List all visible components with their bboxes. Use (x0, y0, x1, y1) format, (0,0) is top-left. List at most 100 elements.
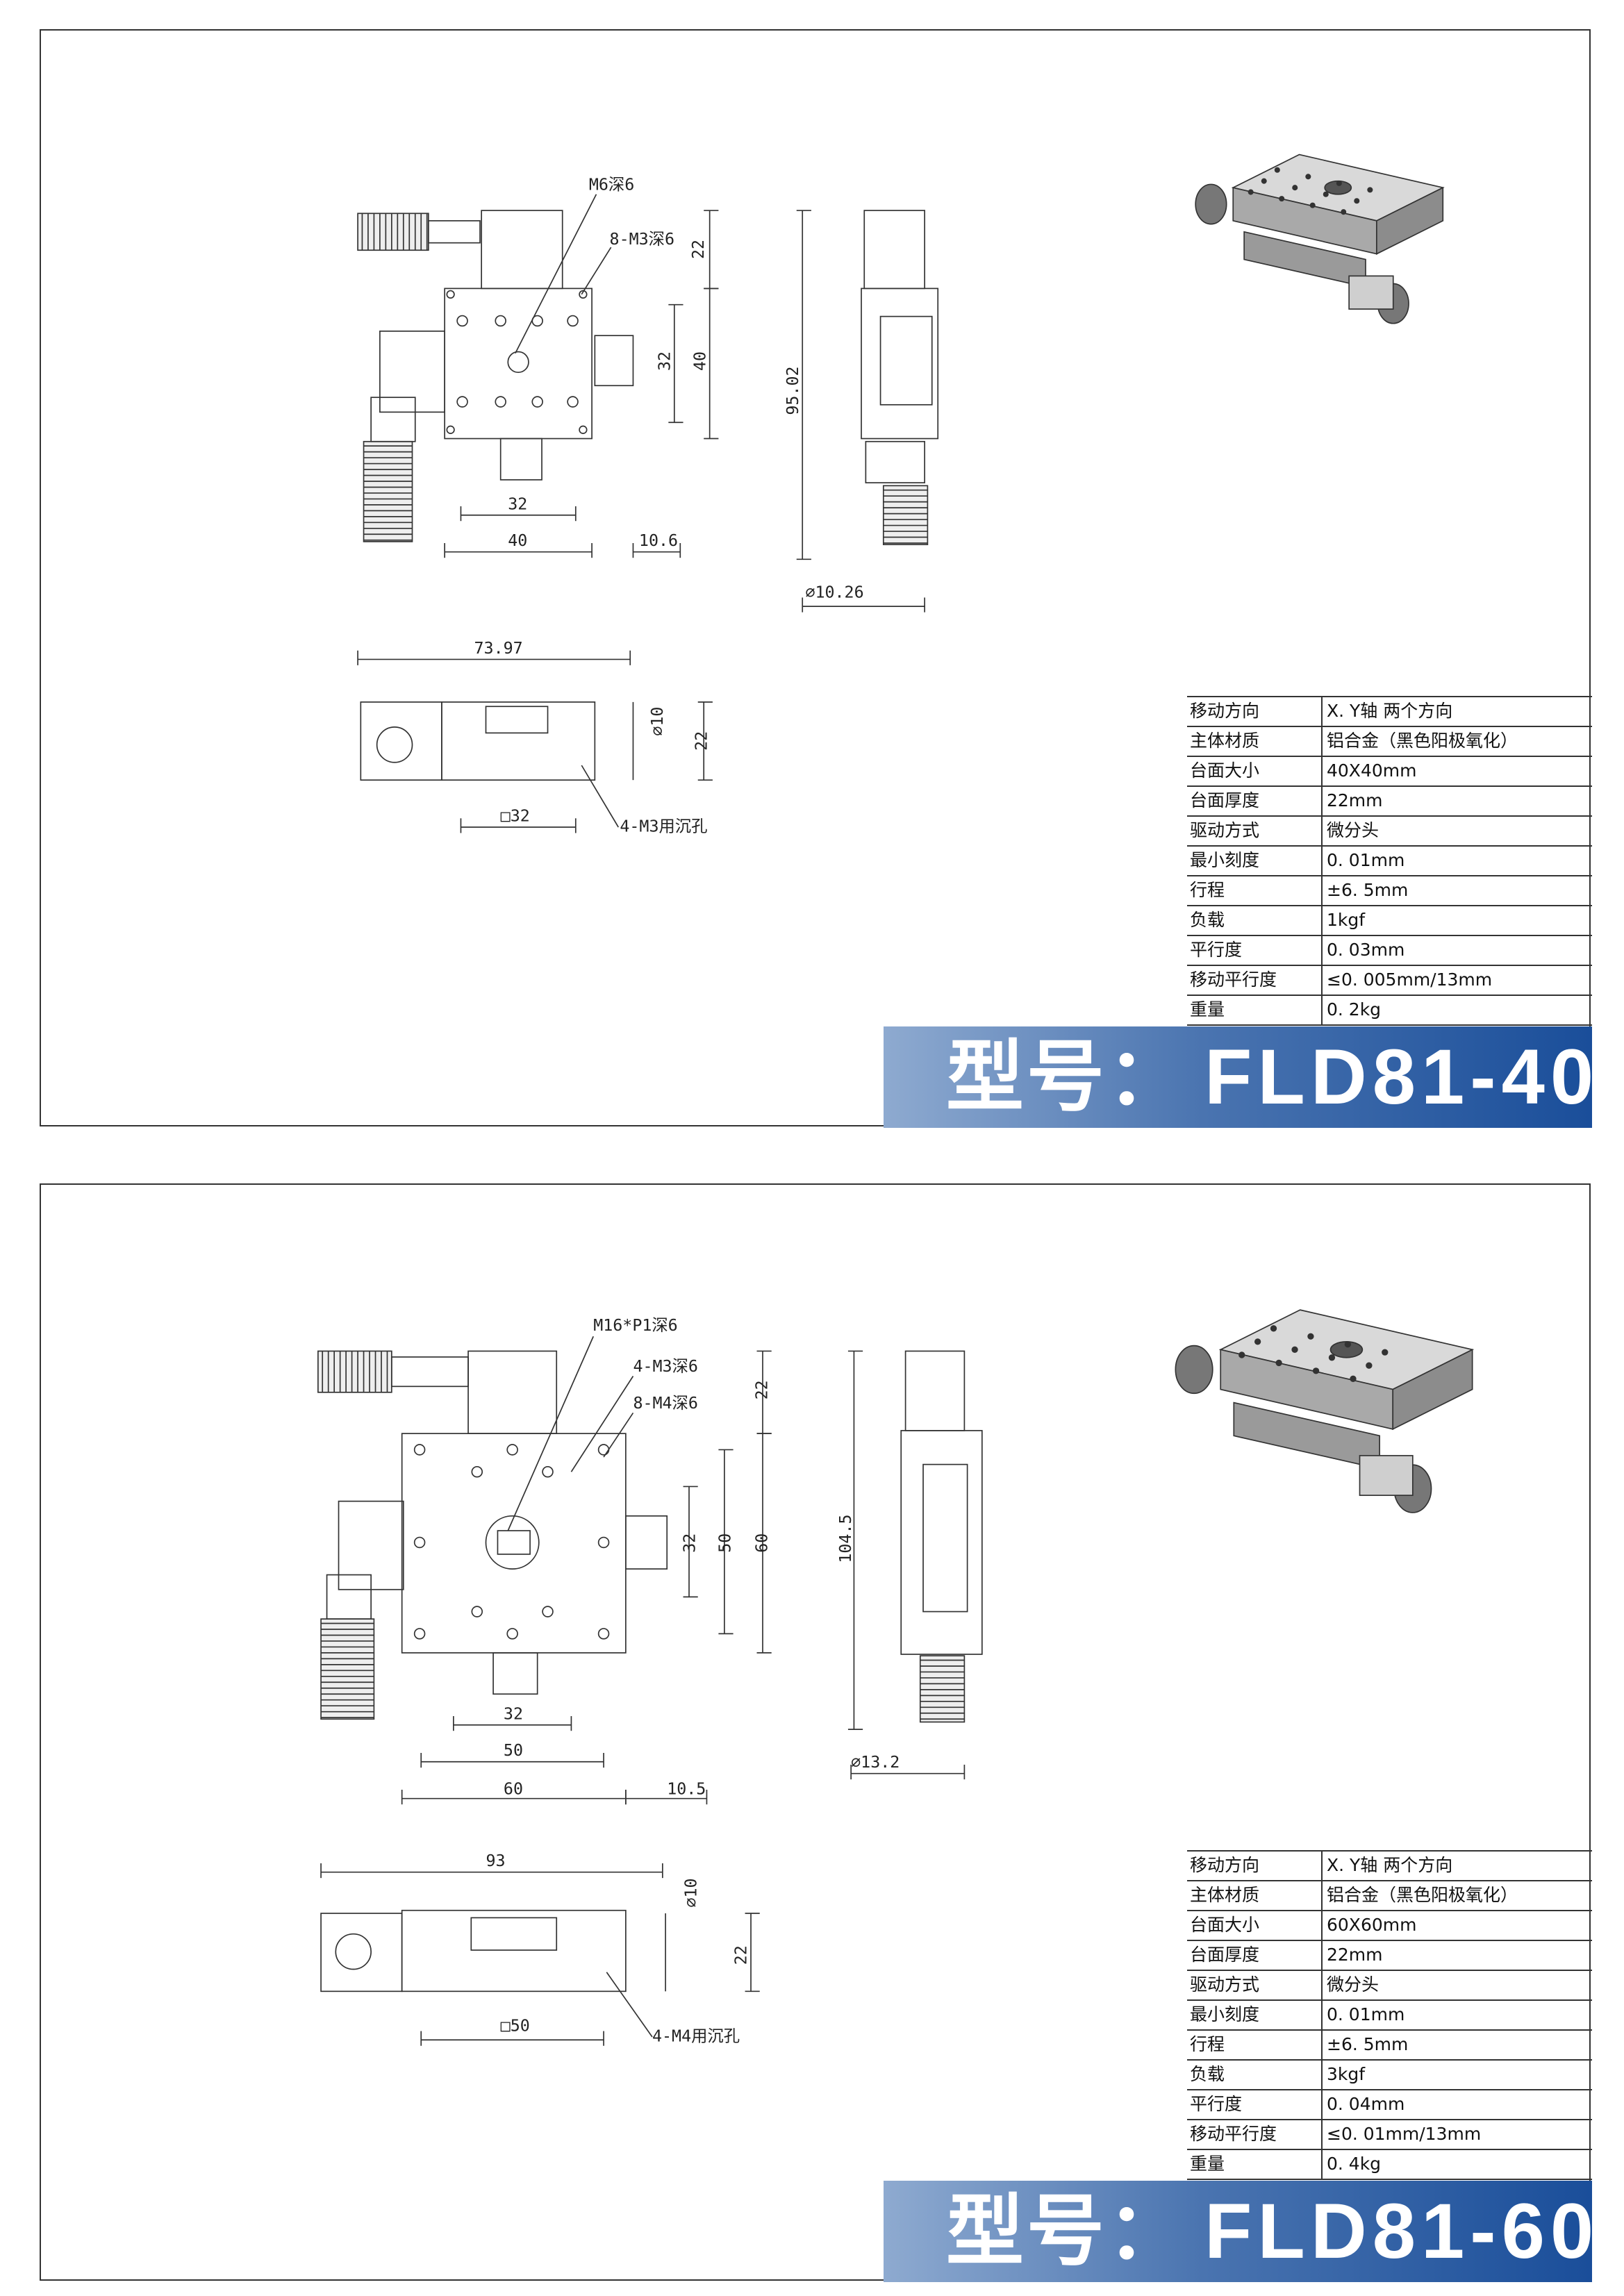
mount-hole (1328, 1354, 1336, 1361)
spec-value: 0. 2kg (1327, 999, 1382, 1020)
spec-value: 22mm (1327, 790, 1383, 810)
hole (567, 315, 579, 327)
label-c-holes: 4-M4用沉孔 (652, 2027, 740, 2045)
label-holes: 8-M3深6 (610, 230, 674, 249)
spec-key: 驱动方式 (1187, 817, 1323, 845)
front-view-bracket (320, 1913, 403, 1993)
bracket (467, 1350, 558, 1434)
spec-value: 0. 4kg (1327, 2154, 1382, 2174)
mount-hole (1248, 189, 1254, 195)
spec-key: 平行度 (1187, 2090, 1323, 2119)
spec-key: 驱动方式 (1187, 1971, 1323, 1999)
bottom-knob (492, 1652, 538, 1695)
front-view-body (441, 701, 596, 781)
leader-line (515, 194, 597, 354)
model-prefix: 型号： (946, 1032, 1188, 1122)
micrometer-sleeve (427, 220, 481, 244)
hole (456, 396, 468, 408)
dim-top-32h: 32 (504, 1704, 523, 1723)
mount-hole (1344, 1341, 1352, 1348)
mount-hole (1254, 1338, 1261, 1345)
mount-hole (1382, 1349, 1389, 1356)
side-view-body (861, 288, 939, 440)
label-c-holes: 4-M3用沉孔 (620, 817, 707, 835)
dim-front-width: 93 (486, 1852, 505, 1870)
front-view-body (401, 1909, 627, 1993)
dim-top-offset: 10.6 (639, 531, 678, 550)
bracket (379, 330, 445, 413)
hole (542, 1465, 554, 1478)
dim-top-32v: 32 (655, 351, 674, 371)
model-number: FLD81-60 (1204, 2188, 1592, 2274)
spec-key: 主体材质 (1187, 727, 1323, 756)
hole (597, 1536, 610, 1549)
hole (506, 1628, 518, 1640)
micrometer (320, 1618, 375, 1720)
dim-front-width: 73.97 (474, 639, 523, 658)
side-view-bracket (904, 1350, 966, 1431)
hole (506, 1444, 518, 1456)
dim-side-height: 95.02 (784, 366, 802, 415)
dim-top-50v: 50 (715, 1533, 734, 1553)
dim-top-32h: 32 (508, 494, 527, 513)
mount-hole (1270, 1325, 1277, 1332)
dim-side-height: 104.5 (836, 1514, 855, 1563)
mount-hole (1307, 1333, 1314, 1340)
mount-hole (1350, 1375, 1357, 1382)
counterbore-hole (579, 425, 588, 434)
mount-hole (1312, 1367, 1320, 1374)
dim-top-40v: 40 (690, 351, 709, 371)
spec-key: 台面厚度 (1187, 1941, 1323, 1970)
center-thread-hole (485, 1515, 540, 1570)
mount-hole (1309, 202, 1316, 208)
spec-value: 3kgf (1327, 2064, 1366, 2084)
dim-top-40h: 40 (508, 531, 527, 550)
dim-front-22: 22 (692, 731, 711, 751)
dim-side-dia: ∅10.26 (805, 583, 863, 601)
micrometer-sleeve (370, 397, 416, 442)
mount-hole (1279, 196, 1285, 202)
hole (597, 1444, 610, 1456)
hole (471, 1465, 483, 1478)
stage-side-face (1376, 186, 1444, 255)
hole (495, 396, 506, 408)
spec-value: ≤0. 005mm/13mm (1327, 970, 1493, 990)
hole (471, 1606, 483, 1617)
mount-hole (1336, 180, 1342, 186)
side-view-slot (922, 1463, 968, 1613)
side-knob (625, 1515, 668, 1570)
dim-front-22: 22 (732, 1945, 751, 1965)
center-thread-hole (507, 351, 529, 374)
spec-key: 行程 (1187, 2031, 1323, 2059)
label-holes: 8-M4深6 (633, 1394, 697, 1413)
spec-key: 移动平行度 (1187, 966, 1323, 995)
model-banner: 型号： FLD81-60 (884, 2181, 1592, 2282)
spec-key: 移动平行度 (1187, 2120, 1323, 2149)
spec-value: ±6. 5mm (1327, 2034, 1409, 2054)
stage-side-face (1392, 1348, 1473, 1431)
dim-front-dia: ∅10 (682, 1878, 701, 1907)
spec-row: 移动平行度≤0. 01mm/13mm (1187, 2120, 1592, 2150)
center-slot (497, 1530, 531, 1555)
label-thread-center: M6深6 (589, 175, 634, 194)
spec-row: 主体材质铝合金（黑色阳极氧化） (1187, 1881, 1592, 1911)
micrometer (363, 440, 413, 542)
micrometer-barrel (1359, 1455, 1414, 1496)
counterbore-hole (579, 290, 588, 299)
dim-top-60v: 60 (752, 1533, 771, 1553)
spec-key: 最小刻度 (1187, 847, 1323, 875)
front-view-bracket (360, 701, 442, 781)
model-number: FLD81-40 (1204, 1033, 1592, 1120)
spec-row: 主体材质铝合金（黑色阳极氧化） (1187, 727, 1592, 757)
spec-value: 0. 01mm (1327, 2004, 1405, 2024)
leader-line (507, 1336, 595, 1531)
spec-row: 移动平行度≤0. 005mm/13mm (1187, 966, 1592, 996)
spec-row: 驱动方式微分头 (1187, 1971, 1592, 2001)
bottom-knob (499, 438, 542, 481)
